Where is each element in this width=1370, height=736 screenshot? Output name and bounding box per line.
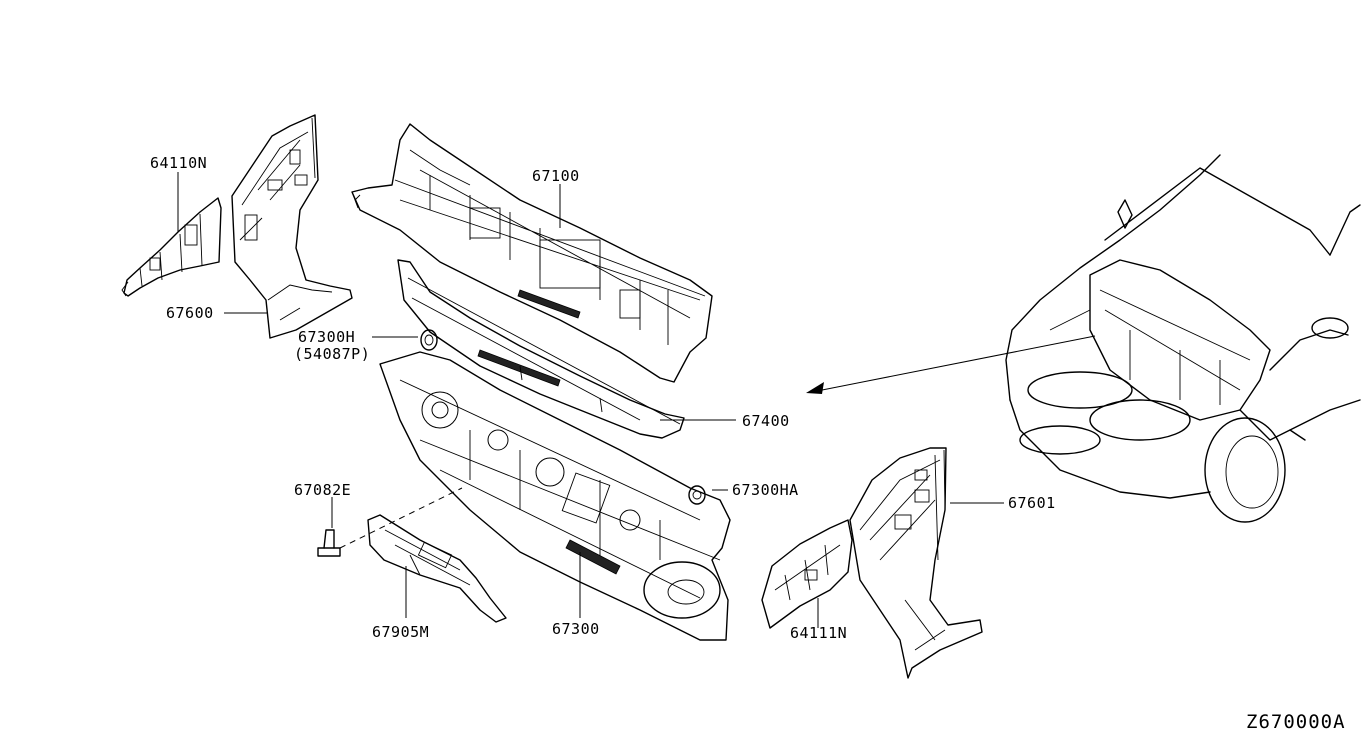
label-67400: 67400: [742, 412, 790, 430]
label-67300: 67300: [552, 620, 600, 638]
label-64110N: 64110N: [150, 154, 207, 172]
label-67905M: 67905M: [372, 623, 429, 641]
part-67300HA-grommet: [688, 485, 706, 505]
part-67400-cowl-rail: [397, 259, 685, 439]
label-67600: 67600: [166, 304, 214, 322]
label-67300HA: 67300HA: [732, 481, 799, 499]
label-64111N: 64111N: [790, 624, 847, 642]
label-67082E: 67082E: [294, 481, 351, 499]
part-67100-cowl-top: [351, 123, 713, 383]
part-67905M-insulator: [367, 514, 507, 623]
part-67300H-grommet: [420, 329, 438, 351]
part-67601-pillar: [849, 447, 983, 679]
vehicle-overview: [1005, 154, 1361, 523]
part-64111N-bracket: [761, 519, 853, 629]
leader-lines: [177, 172, 1004, 628]
part-67082E-clip: [317, 487, 463, 557]
part-67300-dash-panel: [379, 351, 731, 641]
label-54087P: (54087P): [294, 345, 370, 363]
label-67300H: 67300H: [298, 328, 355, 346]
label-67100: 67100: [532, 167, 580, 185]
location-arrow: [806, 335, 1096, 394]
diagram-code: Z670000A: [1246, 711, 1346, 733]
label-67601: 67601: [1008, 494, 1056, 512]
part-64110N-bracket: [121, 197, 222, 297]
part-67600-pillar: [231, 114, 353, 339]
